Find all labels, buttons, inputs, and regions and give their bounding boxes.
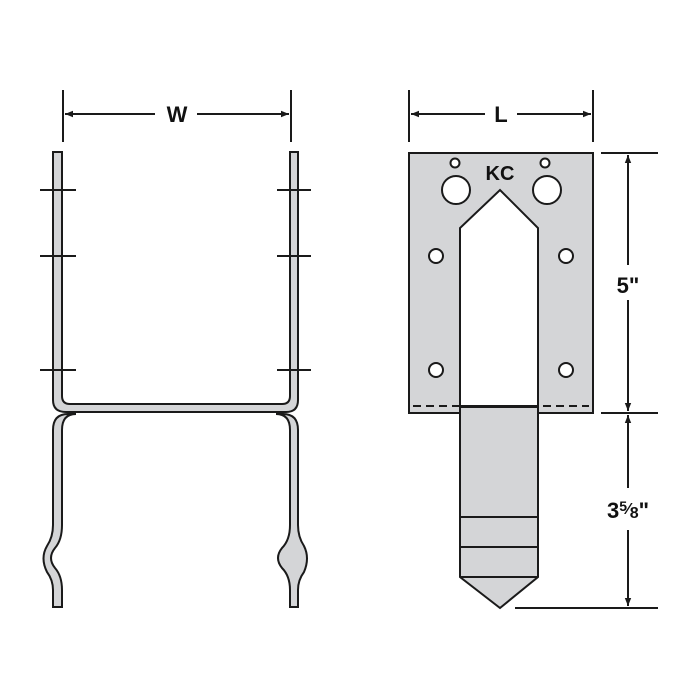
bracket-right-leg (275, 413, 308, 608)
fraction-slash: ⁄ (624, 501, 633, 518)
denominator: 8 (630, 505, 639, 522)
ground-spike (459, 406, 539, 610)
length-dimension (408, 90, 594, 142)
upper-height-label: 5" (617, 273, 640, 298)
height-dimensions (515, 152, 658, 609)
side-view (40, 90, 311, 608)
mounting-plate (408, 152, 594, 414)
numerator: 5 (619, 498, 627, 514)
whole: 3 (607, 498, 619, 523)
bracket-upper-u (52, 151, 299, 413)
nail-holes (428, 157, 574, 378)
kc-stamp: KC (486, 163, 515, 185)
length-label: L (494, 102, 507, 127)
bracket-left-leg (42, 413, 77, 608)
width-label: W (167, 102, 188, 127)
inch-mark: " (639, 498, 649, 523)
front-view (408, 90, 658, 610)
nail-markers (40, 189, 311, 371)
lower-height-label: 35⁄8" (607, 498, 649, 523)
width-dimension (62, 90, 292, 142)
